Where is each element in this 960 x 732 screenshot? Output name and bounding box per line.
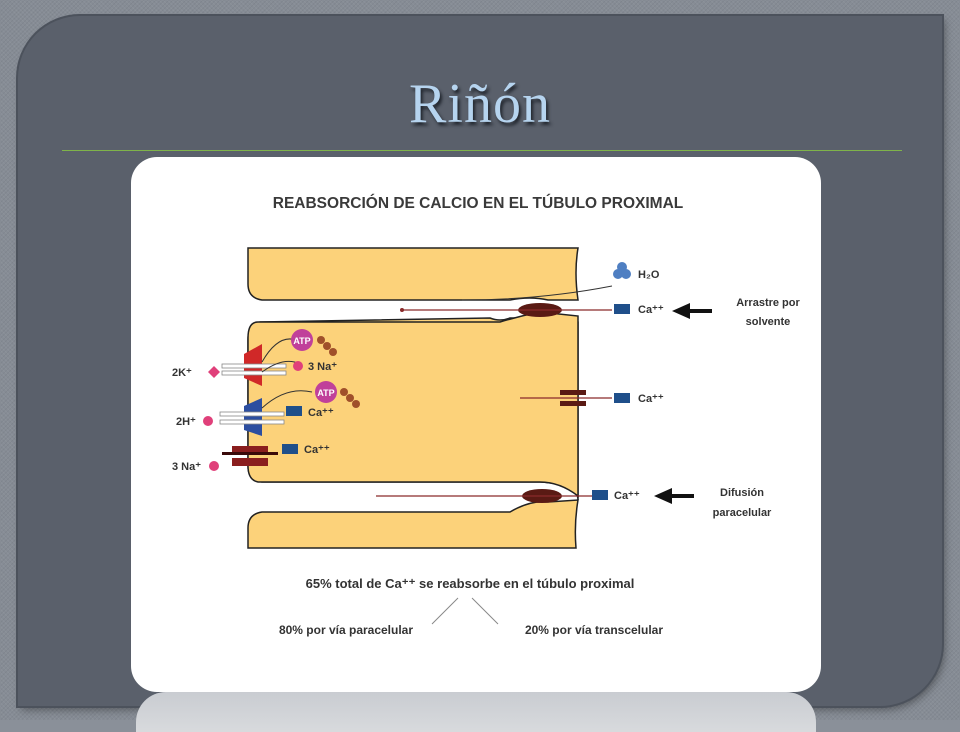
- h2o-label: H₂O: [638, 269, 660, 281]
- water-path: [461, 285, 613, 301]
- k-diamond: [208, 366, 220, 378]
- arrow-head-dot: [400, 308, 404, 312]
- difusion-label-2: paracelular: [713, 507, 772, 519]
- atp-text-1: ATP: [293, 336, 310, 346]
- k-label: 2K⁺: [172, 367, 192, 379]
- footer-main-text: 65% total de Ca⁺⁺ se reabsorbe en el túb…: [306, 576, 635, 591]
- apical-ca-channel-lower: [560, 401, 586, 406]
- difusion-label-1: Difusión: [720, 487, 764, 499]
- apical-ca-channel: [560, 390, 586, 395]
- footer-branch-left: [431, 597, 459, 625]
- lower-cell: [247, 499, 579, 549]
- footer-branch-right: [471, 597, 499, 625]
- ca-label-1: Ca⁺⁺: [638, 304, 664, 316]
- ca-label-3: Ca⁺⁺: [614, 490, 640, 502]
- footer-left-text: 80% por vía paracelular: [279, 623, 413, 637]
- ca-pump-label: Ca⁺⁺: [308, 407, 334, 419]
- atp-icon-1: ATP: [291, 329, 337, 356]
- ca-square-3: [592, 490, 608, 500]
- ca-atpase-pump: [219, 390, 313, 436]
- water-molecule-icon: [613, 262, 631, 279]
- na3-pump-label: 3 Na⁺: [308, 361, 337, 373]
- arrastre-label-2: solvente: [746, 316, 791, 328]
- na-ca-exchanger: [222, 446, 278, 466]
- atp-icon-2: ATP: [315, 381, 360, 408]
- upper-cell: [247, 247, 579, 301]
- ca-square-2: [614, 393, 630, 403]
- diagram-title: REABSORCIÓN DE CALCIO EN EL TÚBULO PROXI…: [273, 194, 683, 212]
- slide-title: Riñón: [409, 73, 551, 135]
- atp-text-2: ATP: [317, 388, 334, 398]
- arrastre-pointer-arrow: [672, 303, 712, 319]
- ca-square-pump: [286, 406, 302, 416]
- ca-label-2: Ca⁺⁺: [638, 393, 664, 405]
- title-divider: [62, 150, 902, 151]
- h-dot: [203, 416, 213, 426]
- footer-right-text: 20% por vía transcelular: [525, 623, 663, 637]
- arrastre-label-1: Arrastre por: [736, 297, 800, 309]
- ca-exchanger-label: Ca⁺⁺: [304, 444, 330, 456]
- na-dot-pump: [293, 361, 303, 371]
- h-label: 2H⁺: [176, 416, 196, 428]
- ca-square-1: [614, 304, 630, 314]
- difusion-pointer-arrow: [654, 488, 694, 504]
- na-dot-exchanger: [209, 461, 219, 471]
- ca-square-exchanger: [282, 444, 298, 454]
- na3-exchanger-label: 3 Na⁺: [172, 461, 201, 473]
